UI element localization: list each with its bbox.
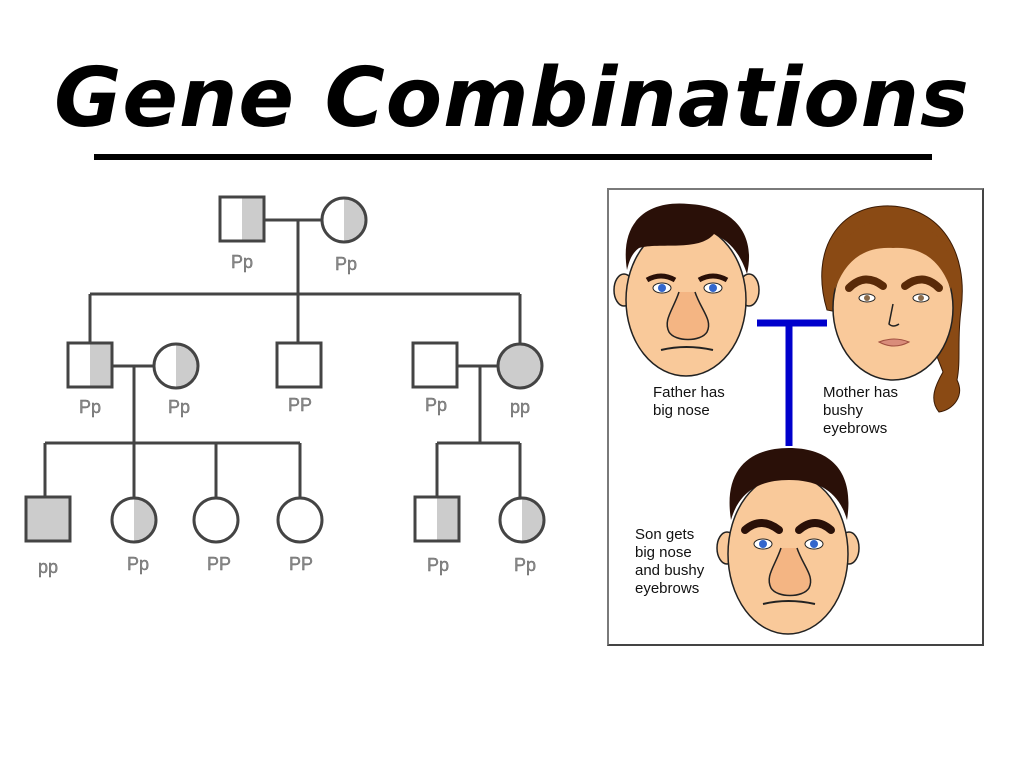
genotype-gen3-a3: PP	[207, 554, 231, 574]
mother-caption: Mother has bushy eyebrows	[823, 384, 899, 437]
genotype-gen2-son-b: PP	[288, 395, 312, 415]
symbol-gen3-a4	[276, 496, 324, 544]
symbol-gen3-a3	[192, 496, 240, 544]
genotype-gen1-mother: Pp	[335, 254, 357, 274]
symbol-gen3-a1	[24, 495, 72, 543]
son-caption: Son gets big nose and bushy eyebrows	[635, 526, 705, 597]
symbol-gen2-son-a	[66, 341, 114, 389]
symbol-gen2-husband-c	[411, 341, 459, 389]
genotype-gen2-wife-a: Pp	[168, 397, 190, 417]
symbol-gen3-a2	[110, 496, 158, 544]
genotype-gen3-c2: Pp	[514, 555, 536, 575]
son-face-icon	[716, 448, 860, 635]
genotype-gen2-husband-c: Pp	[425, 395, 447, 415]
symbol-gen3-c1	[413, 495, 461, 543]
symbol-gen3-c2	[498, 496, 546, 544]
symbol-gen1-father	[218, 195, 266, 243]
genotype-gen2-daughter-c: pp	[510, 397, 530, 417]
genotype-gen3-a2: Pp	[127, 554, 149, 574]
father-face-icon	[613, 203, 760, 377]
genotype-gen1-father: Pp	[231, 252, 253, 272]
pedigree-lines	[43, 218, 522, 498]
genotype-gen3-c1: Pp	[427, 555, 449, 575]
genotype-gen2-son-a: Pp	[79, 397, 101, 417]
title-underline	[94, 154, 932, 160]
mother-face-icon	[821, 205, 963, 413]
symbol-gen2-daughter-c	[496, 342, 544, 390]
genotype-gen3-a4: PP	[289, 554, 313, 574]
symbol-gen1-mother	[320, 196, 368, 244]
father-caption: Father has big nose	[653, 384, 725, 419]
inheritance-illustration-panel: Father has big nose Mother has bushy eye…	[607, 188, 984, 646]
slide-title: Gene Combinations	[54, 51, 970, 146]
family-faces-illustration	[613, 203, 963, 635]
symbol-gen2-wife-a	[152, 342, 200, 390]
genotype-gen3-a1: pp	[38, 557, 58, 577]
pedigree-chart: Pp Pp Pp Pp PP Pp pp pp Pp PP PP Pp Pp	[24, 195, 546, 577]
symbol-gen2-son-b	[275, 341, 323, 389]
